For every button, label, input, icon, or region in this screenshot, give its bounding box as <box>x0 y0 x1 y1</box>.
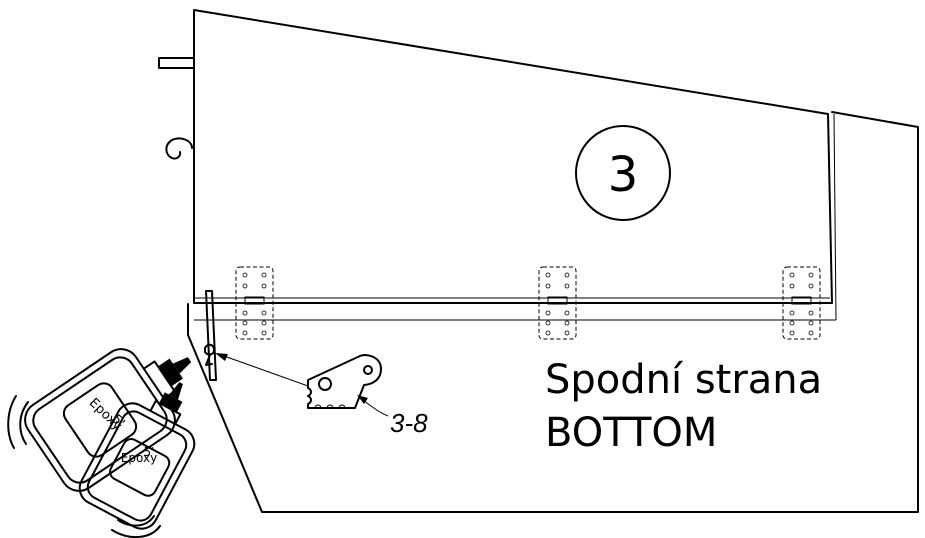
horn-clip <box>205 354 213 366</box>
horn-hole <box>204 343 215 356</box>
bottle-2-brand: Epoxy <box>121 451 157 465</box>
horn-notches <box>314 404 346 409</box>
leader-line <box>223 355 309 387</box>
caption-english: BOTTOM <box>545 410 717 456</box>
epoxy-bottle-2: Epoxy 5' <box>78 382 196 530</box>
control-surface-outline <box>193 9 833 304</box>
motion-lines-bottom <box>111 515 161 538</box>
horn-mount-hole <box>318 377 332 391</box>
horn-tip-hole <box>363 365 373 375</box>
bottle-2-time: 5' <box>144 445 155 459</box>
hinge-right <box>782 266 821 340</box>
motion-lines-top <box>7 395 29 449</box>
caption-czech: Spodní strana <box>545 357 822 403</box>
part-ref-arrowhead <box>357 395 368 404</box>
hinge-line-inner <box>833 113 837 321</box>
part-number: 3 <box>608 147 639 203</box>
mounting-tab <box>158 57 195 69</box>
bottom-panel-outline <box>187 111 919 513</box>
control-horn-part <box>307 354 382 409</box>
epoxy-bottle-1: Epoxy 5' <box>24 348 192 492</box>
part-ref-label: 3-8 <box>390 408 428 438</box>
leader-arrowhead <box>215 353 228 361</box>
hinge-middle <box>538 266 577 340</box>
hook-icon <box>165 137 193 160</box>
hinge-left <box>235 266 274 340</box>
part-number-badge: 3 <box>575 125 671 221</box>
horn-rod <box>205 290 217 381</box>
